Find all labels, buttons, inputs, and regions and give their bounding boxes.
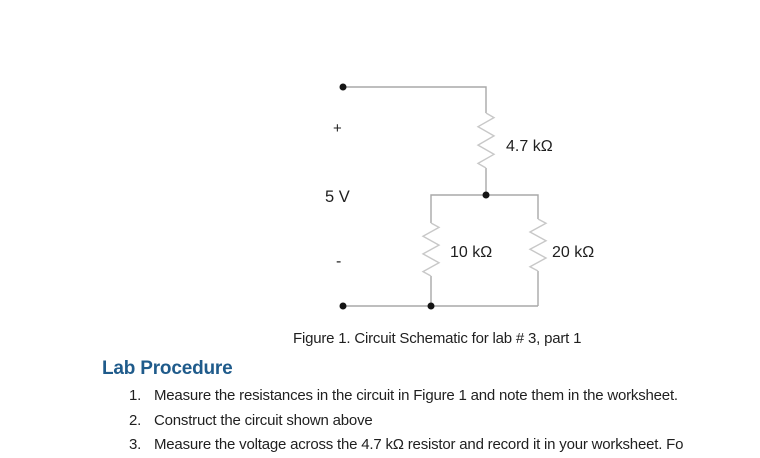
- source-plus-label: +: [333, 120, 342, 137]
- list-item-number: 1.: [129, 387, 142, 404]
- resistor-parallel-left-label: 10 kΩ: [450, 244, 492, 261]
- figure-caption: Figure 1. Circuit Schematic for lab # 3,…: [293, 330, 582, 347]
- source-minus-label: -: [336, 253, 341, 270]
- list-item: 3. Measure the voltage across the 4.7 kΩ…: [129, 435, 683, 455]
- list-item-text: Measure the voltage across the 4.7 kΩ re…: [154, 436, 684, 453]
- section-heading: Lab Procedure: [102, 358, 233, 379]
- node-terminal-bottom: [339, 302, 347, 310]
- wire-top: [343, 86, 487, 113]
- procedure-list: 1. Measure the resistances in the circui…: [129, 386, 683, 455]
- wire-parallel-top-rail: [430, 194, 539, 223]
- node-junction-mid: [482, 191, 490, 199]
- list-item-text: Measure the resistances in the circuit i…: [154, 387, 678, 404]
- list-item: 1. Measure the resistances in the circui…: [129, 386, 683, 406]
- circuit-schematic: + 5 V - 4.7 kΩ 10 kΩ 20 kΩ: [325, 83, 594, 310]
- list-item-number: 3.: [129, 436, 142, 453]
- list-item-text: Construct the circuit shown above: [154, 411, 373, 429]
- resistor-series-zigzag: [476, 112, 496, 169]
- resistor-series-label: 4.7 kΩ: [506, 138, 553, 155]
- node-terminal-top: [339, 83, 347, 91]
- list-item-number: 2.: [129, 411, 142, 429]
- resistor-parallel-right-label: 20 kΩ: [552, 244, 594, 261]
- node-junction-bottom: [427, 302, 435, 310]
- resistor-parallel-left-zigzag: [421, 222, 441, 277]
- list-item: 2. Construct the circuit shown above: [129, 411, 683, 431]
- source-voltage-label: 5 V: [325, 188, 350, 206]
- resistor-parallel-right-zigzag: [528, 218, 548, 272]
